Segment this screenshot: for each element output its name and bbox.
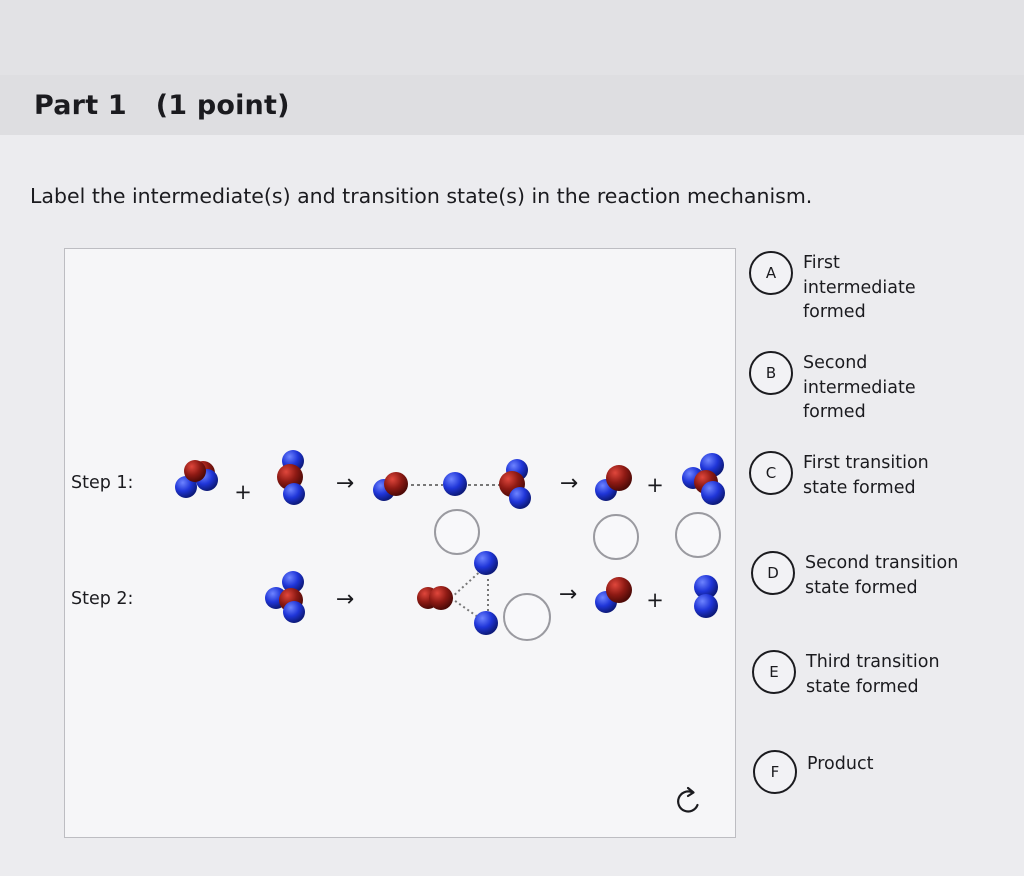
option-d-letter: D	[751, 551, 795, 595]
option-d[interactable]: D Second transition state formed	[751, 551, 991, 600]
option-b-letter: B	[749, 351, 793, 395]
step1-plus-1: +	[234, 480, 252, 504]
step2-arrow-1: →	[336, 587, 354, 612]
step2-label: Step 2:	[71, 589, 134, 609]
question-text: Label the intermediate(s) and transition…	[30, 184, 813, 208]
option-a-letter: A	[749, 251, 793, 295]
part-title: Part 1 (1 point)	[34, 90, 290, 121]
step1-arrow-2: →	[560, 471, 578, 496]
option-c[interactable]: C First transition state formed	[749, 451, 989, 500]
option-f-letter: F	[753, 750, 797, 794]
step1-product-molecule-b	[682, 453, 725, 505]
reset-icon	[677, 786, 699, 813]
option-b-label: Second intermediate formed	[803, 353, 916, 422]
header-band	[0, 75, 1024, 135]
step2-product-molecule-a	[595, 577, 632, 613]
step1-label: Step 1:	[71, 473, 134, 493]
step2-transition-complex	[417, 551, 498, 635]
option-e-letter: E	[752, 650, 796, 694]
step2-product-molecule-b	[694, 575, 718, 618]
top-band	[0, 0, 1024, 75]
drop-zone-step2-transition[interactable]	[503, 593, 551, 641]
step1-reactant-molecule-a	[175, 460, 218, 498]
option-a-label: First intermediate formed	[803, 253, 916, 322]
step1-product-molecule-a	[595, 465, 632, 501]
drop-zone-step1-intermediate[interactable]	[434, 509, 480, 555]
step1-intermediate-complex	[373, 459, 531, 509]
option-a[interactable]: A First intermediate formed	[749, 251, 989, 325]
option-f-label: Product	[807, 754, 874, 774]
option-c-label: First transition state formed	[803, 453, 929, 498]
step2-reactant-molecule	[265, 571, 305, 623]
step1-plus-2: +	[646, 473, 664, 497]
step2-arrow-2: →	[559, 582, 577, 607]
step2-plus: +	[646, 588, 664, 612]
step1-arrow-1: →	[336, 471, 354, 496]
reset-button[interactable]	[671, 782, 707, 820]
mechanism-diagram: + → → +	[175, 450, 725, 641]
option-b[interactable]: B Second intermediate formed	[749, 351, 989, 425]
option-e[interactable]: E Third transition state formed	[752, 650, 992, 699]
option-d-label: Second transition state formed	[805, 553, 959, 598]
option-c-letter: C	[749, 451, 793, 495]
step1-reactant-molecule-b	[277, 450, 305, 505]
mechanism-panel: Step 1: Step 2: + →	[64, 248, 736, 838]
drop-zone-step1-product-b[interactable]	[675, 512, 721, 558]
drop-zone-step1-product-a[interactable]	[593, 514, 639, 560]
option-e-label: Third transition state formed	[806, 652, 940, 697]
option-f[interactable]: F Product	[753, 750, 993, 794]
